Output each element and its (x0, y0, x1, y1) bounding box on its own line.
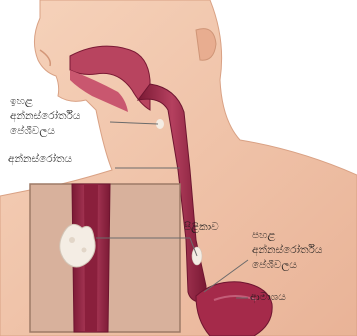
label-line: ඉහළ (10, 94, 80, 109)
label-esophagus: අන්නස්රෝතය (8, 152, 72, 167)
tumor-enlarged (60, 224, 95, 267)
label-line: පේශීවලය (252, 258, 322, 273)
label-line: පේශීවලය (10, 124, 80, 139)
label-lower-sphincter: පහළ අන්නස්රෝර්තිය පේශීවලය (252, 228, 322, 273)
label-upper-sphincter: ඉහළ අන්නස්රෝර්තිය පේශීවලය (10, 94, 80, 139)
tumor-small (192, 247, 202, 265)
label-stomach: ආමාශය (250, 290, 286, 305)
label-tumor: පිළිකාව (184, 220, 219, 235)
label-line: අන්නස්රෝර්තිය (10, 109, 80, 124)
label-line: පහළ (252, 228, 322, 243)
label-line: අන්නස්රෝර්තිය (252, 243, 322, 258)
